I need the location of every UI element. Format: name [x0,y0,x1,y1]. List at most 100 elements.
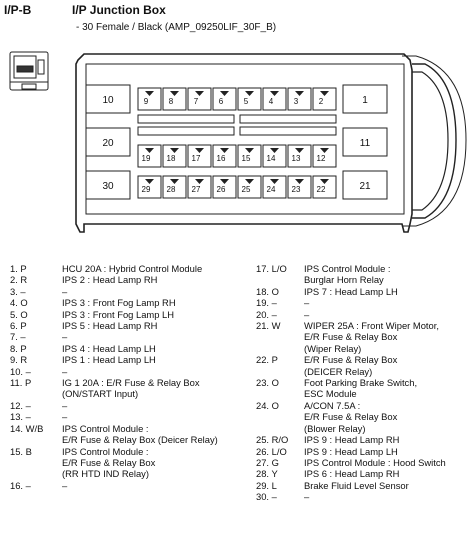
pin-description: E/R Fuse & Relay Box (Deicer Relay) [62,434,218,446]
pin-number: 3. – [10,285,26,297]
key-slot [137,114,235,124]
big-pin-label: 30 [102,181,114,192]
small-pin-cavity [312,87,337,111]
pin-row: (RR HTD IND Relay) [10,468,218,479]
pin-number: 6. P [10,320,27,332]
small-pin-cavity [287,175,312,199]
small-pin-label: 19 [142,154,151,163]
pin-description: Foot Parking Brake Switch, [304,377,418,389]
small-pin-cavity [262,175,287,199]
pin-description: Brake Fluid Level Sensor [304,479,409,491]
pin-description: – [62,365,68,377]
small-pin-label: 5 [244,97,249,106]
small-pin-label: 13 [292,154,301,163]
pin-description: – [62,411,68,423]
pin-row: E/R Fuse & Relay Box [256,331,446,342]
small-pin-cavity [262,87,287,111]
small-pin-label: 27 [192,185,201,194]
small-pin-label: 9 [144,97,149,106]
pin-row: 22. P E/R Fuse & Relay Box [256,354,446,365]
connector-code: I/P-B [4,3,32,17]
pin-row: E/R Fuse & Relay Box (Deicer Relay) [10,434,218,445]
small-pin-cavity [137,144,162,168]
pin-number: 27. G [256,456,279,468]
pin-row: (Wiper Relay) [256,343,446,354]
big-pin-label: 10 [102,95,114,106]
connector-thumbnail-icon [9,51,49,91]
connector-title: I/P Junction Box [72,3,166,17]
pin-latch [270,91,279,96]
connector-part-number: - 30 Female / Black (AMP_09250LIF_30F_B) [76,22,277,33]
big-pin-cavity [85,84,131,114]
small-pin-label: 16 [217,154,226,163]
pin-description: (RR HTD IND Relay) [62,468,149,480]
pin-number [256,411,304,422]
pin-row: 16. –– [10,480,218,491]
pin-row: E/R Fuse & Relay Box [10,457,218,468]
pin-number: 26. L/O [256,445,287,457]
small-pin-label: 18 [167,154,176,163]
pin-description: IPS 9 : Head Lamp RH [304,434,400,446]
small-pin-label: 15 [242,154,251,163]
small-pin-label: 25 [242,185,251,194]
pin-row: 20. –– [256,309,446,320]
small-pin-label: 29 [142,185,151,194]
pin-number: 10. – [10,365,31,377]
connector-housing [75,53,467,233]
small-pin-cavity [212,87,237,111]
pin-description: IPS Control Module : [304,263,391,274]
pin-latch [195,91,204,96]
pin-description: – [62,331,68,343]
pin-number: 28. Y [256,468,278,480]
pin-description: – [304,308,310,320]
pin-number: 22. P [256,354,278,366]
small-pin-cavity [287,144,312,168]
pin-description: IPS Control Module : Hood Switch [304,456,446,468]
pin-row: Burglar Horn Relay [256,274,446,285]
pin-description: IPS 4 : Head Lamp LH [62,342,156,354]
pin-number [10,457,62,468]
small-pin-cavity [162,144,187,168]
pin-number [256,366,304,377]
pin-latch [145,91,154,96]
pin-description: – [304,491,310,503]
pin-row: (Blower Relay) [256,423,446,434]
pin-number: 4. O [10,297,28,309]
small-pin-label: 22 [317,185,326,194]
pin-number: 8. P [10,342,27,354]
pin-row: 30. –– [256,491,446,502]
small-pin-label: 8 [169,97,174,106]
small-pin-cavity [312,175,337,199]
big-pin-label: 21 [359,181,371,192]
pin-description: IPS Control Module : [62,422,149,434]
small-pin-label: 28 [167,185,176,194]
small-pin-cavity [187,175,212,199]
small-pin-cavity [237,87,262,111]
small-pin-cavity [237,144,262,168]
pin-number [256,331,304,342]
pin-description: E/R Fuse & Relay Box [304,331,398,343]
small-pin-label: 2 [319,97,324,106]
pin-description: IPS 2 : Head Lamp RH [62,274,158,286]
small-pin-label: 26 [217,185,226,194]
pin-description: E/R Fuse & Relay Box [304,354,398,366]
pin-number [10,388,62,399]
pin-description: ESC Module [304,388,357,400]
pin-description: IPS 3 : Front Fog Lamp RH [62,297,176,309]
pin-latch [170,179,179,184]
pin-latch [245,91,254,96]
pin-description: IPS 9 : Head Lamp LH [304,445,398,457]
pin-number: 11. P [10,377,32,389]
pin-description: HCU 20A : Hybrid Control Module [62,263,203,274]
pin-number: 24. O [256,399,279,411]
